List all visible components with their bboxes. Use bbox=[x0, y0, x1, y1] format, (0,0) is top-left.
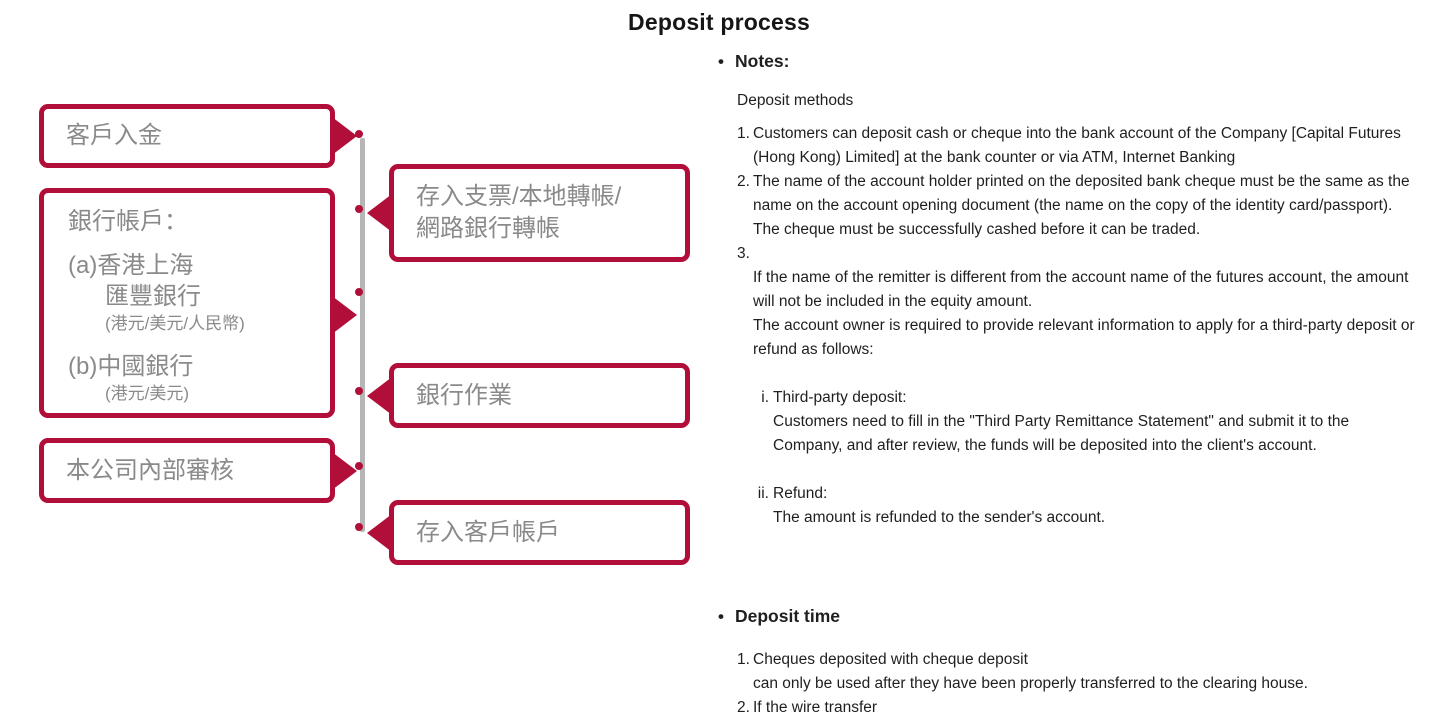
bank-a-name: (a)香港上海 bbox=[68, 252, 194, 279]
flow-box-bank-account: 銀行帳戶： (a)香港上海 匯豐銀行 (港元/美元/人民幣) (b)中國銀行 (… bbox=[39, 188, 357, 418]
sublist-item-number: ii. bbox=[757, 485, 769, 502]
list-item-number: 1. bbox=[737, 125, 750, 142]
arrow-right-icon bbox=[332, 296, 357, 334]
list-item: 1. Customers can deposit cash or cheque … bbox=[737, 122, 1418, 170]
list-item-text: The name of the account holder printed o… bbox=[753, 173, 1410, 238]
timeline-node-5 bbox=[355, 462, 363, 470]
flow-box-internal-review-label: 本公司內部審核 bbox=[66, 456, 234, 484]
bullet-icon: • bbox=[718, 52, 724, 71]
bank-a-currencies: (港元/美元/人民幣) bbox=[105, 314, 245, 333]
deposit-time-list: 1. Cheques deposited with cheque deposit… bbox=[737, 648, 1418, 722]
list-item-number: 3. bbox=[737, 245, 750, 262]
list-item-text: If the name of the remitter is different… bbox=[753, 269, 1415, 358]
arrow-left-icon bbox=[367, 376, 392, 415]
bank-a-name-line2: 匯豐銀行 bbox=[105, 283, 201, 310]
flow-box-bank-operation: 銀行作業 bbox=[367, 363, 690, 428]
deposit-flowchart: 客戶入金 存入支票/本地轉帳/ 網路銀行轉帳 銀行帳戶： (a)香港上海 匯豐銀… bbox=[0, 0, 710, 722]
bank-account-title: 銀行帳戶： bbox=[68, 208, 188, 235]
timeline-node-4 bbox=[355, 387, 363, 395]
list-item: 2. If the wire transfer is deposited int… bbox=[737, 696, 1418, 722]
page-title: Deposit process bbox=[628, 9, 810, 35]
list-item: 1. Cheques deposited with cheque deposit… bbox=[737, 648, 1418, 696]
list-item-number: 2. bbox=[737, 699, 750, 716]
timeline-node-1 bbox=[355, 130, 363, 138]
arrow-right-icon bbox=[332, 117, 357, 155]
flow-box-customer-deposit-label: 客戶入金 bbox=[66, 122, 162, 149]
sublist-item: i. Third-party deposit: Customers need t… bbox=[757, 386, 1418, 458]
timeline-node-6 bbox=[355, 523, 363, 531]
notes-sublist: i. Third-party deposit: Customers need t… bbox=[757, 362, 1418, 554]
sublist-item-number: i. bbox=[761, 389, 769, 406]
bank-b-name: (b)中國銀行 bbox=[68, 353, 194, 380]
bank-b-currencies: (港元/美元) bbox=[105, 384, 190, 403]
arrow-left-icon bbox=[367, 194, 392, 232]
sublist-item-text: Refund: The amount is refunded to the se… bbox=[773, 485, 1106, 526]
flow-box-internal-review: 本公司內部審核 bbox=[39, 438, 357, 503]
deposit-time-section-header: • Deposit time bbox=[712, 605, 1418, 629]
list-item-text: Customers can deposit cash or cheque int… bbox=[753, 125, 1401, 166]
arrow-left-icon bbox=[367, 513, 392, 552]
flow-box-deposit-methods: 存入支票/本地轉帳/ 網路銀行轉帳 bbox=[367, 164, 690, 262]
notes-section-header: • Notes: bbox=[712, 50, 1418, 74]
notes-list: 1. Customers can deposit cash or cheque … bbox=[737, 122, 1418, 578]
list-item-text: Cheques deposited with cheque deposit ca… bbox=[753, 651, 1308, 692]
timeline-node-2 bbox=[355, 205, 363, 213]
list-item-text: If the wire transfer is deposited into t… bbox=[753, 699, 878, 716]
timeline-connector bbox=[360, 138, 365, 532]
sublist-item-text: Third-party deposit: Customers need to f… bbox=[773, 389, 1350, 454]
deposit-time-heading: Deposit time bbox=[735, 606, 841, 626]
timeline-node-3 bbox=[355, 288, 363, 296]
flow-box-customer-deposit: 客戶入金 bbox=[39, 104, 357, 168]
list-item-number: 2. bbox=[737, 173, 750, 190]
flow-box-client-account-label: 存入客戶帳戶 bbox=[416, 518, 560, 546]
flow-box-bank-operation-label: 銀行作業 bbox=[416, 381, 512, 409]
arrow-right-icon bbox=[332, 451, 357, 490]
notes-panel: • Notes: Deposit methods 1. Customers ca… bbox=[712, 50, 1418, 722]
notes-heading: Notes: bbox=[735, 51, 790, 71]
flow-box-client-account: 存入客戶帳戶 bbox=[367, 500, 690, 565]
bullet-icon: • bbox=[718, 607, 724, 626]
list-item: 3. If the name of the remitter is differ… bbox=[737, 242, 1418, 578]
notes-subheading: Deposit methods bbox=[737, 92, 854, 109]
list-item-number: 1. bbox=[737, 651, 750, 668]
flow-box-deposit-methods-label: 存入支票/本地轉帳/ 網路銀行轉帳 bbox=[416, 183, 622, 242]
list-item: 2. The name of the account holder printe… bbox=[737, 170, 1418, 242]
sublist-item: ii. Refund: The amount is refunded to th… bbox=[757, 482, 1418, 530]
